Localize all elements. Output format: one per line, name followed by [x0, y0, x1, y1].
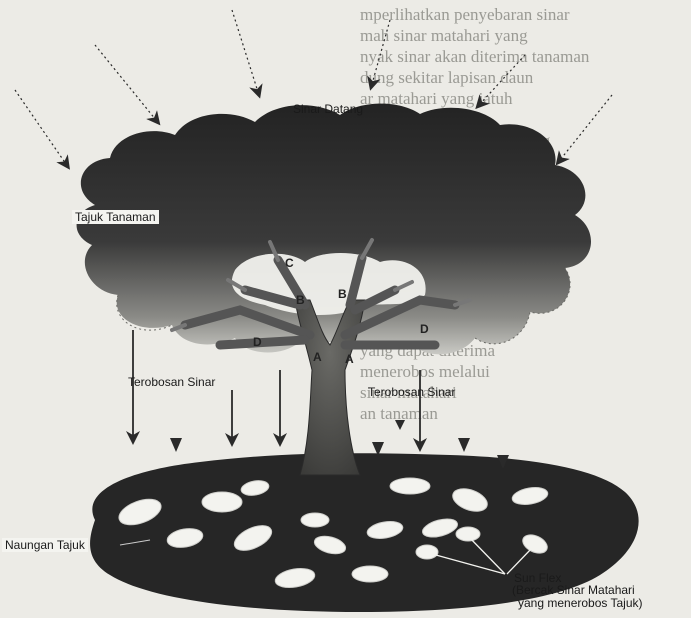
incoming-arrow: [480, 55, 525, 104]
tree-canopy: [77, 104, 591, 355]
incoming-arrow: [372, 20, 390, 84]
branch-letter-c: C: [285, 256, 294, 270]
chevron-arrow: [170, 438, 182, 452]
incoming-arrow: [95, 45, 156, 120]
sunfleck-desc-line1: (Bercak Sinar Matahari: [512, 583, 635, 597]
crown-label: Tajuk Tanaman: [72, 210, 159, 224]
sunfleck-desc-line2: yang menerobos Tajuk): [518, 596, 643, 610]
branch-letter-d-right: D: [420, 322, 429, 336]
penetration-right-label: Terobosan Sinar: [368, 385, 455, 399]
incoming-arrow: [15, 90, 66, 164]
chevron-arrow: [458, 438, 470, 452]
incoming-arrow: [560, 95, 612, 160]
branch-letter-a-left: A: [313, 350, 322, 364]
branch-letter-a-right: A: [345, 352, 354, 366]
penetration-left-label: Terobosan Sinar: [128, 375, 215, 389]
incoming-arrow: [232, 10, 258, 92]
incoming-light-label: Sinar Datang: [293, 102, 363, 116]
branch-letter-b-left: B: [296, 293, 305, 307]
chevron-arrow: [395, 420, 405, 430]
branch-letter-d-left: D: [253, 335, 262, 349]
crown-shade-label: Naungan Tajuk: [2, 538, 88, 552]
branch-letter-b-right: B: [338, 287, 347, 301]
